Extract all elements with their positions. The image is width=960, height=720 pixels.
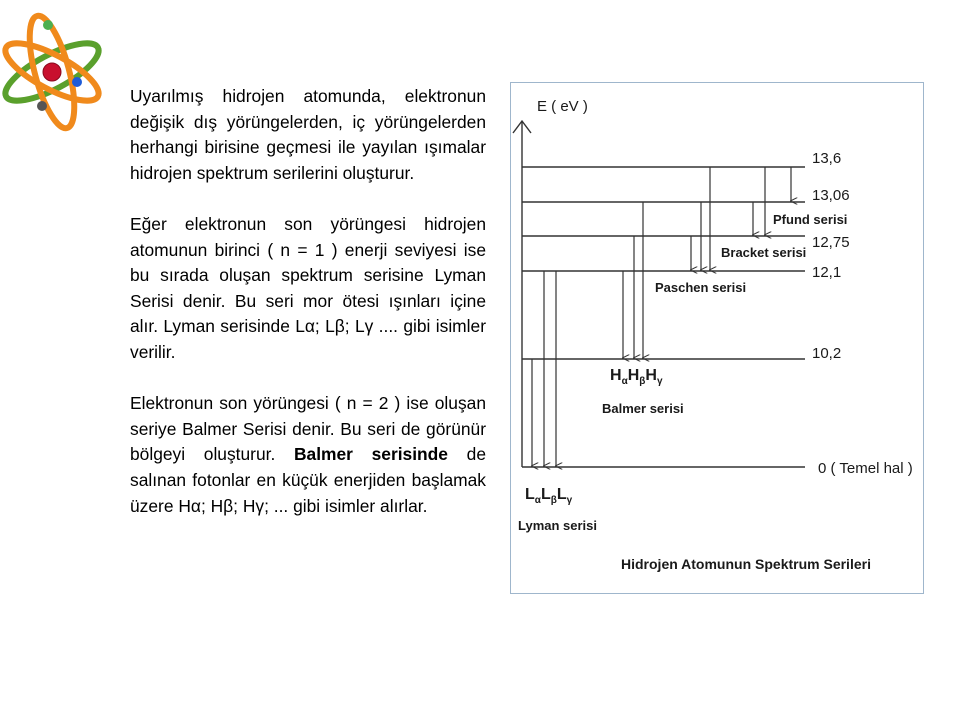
- text-column: Uyarılmış hidrojen atomunda, elektronun …: [130, 84, 486, 545]
- balmer-h-beta-letter: H: [628, 367, 640, 384]
- paragraph-balmer: Elektronun son yörüngesi ( n = 2 ) ise o…: [130, 391, 486, 519]
- lyman-alpha-sub: α: [535, 495, 542, 506]
- pfund-series-label: Pfund serisi: [773, 212, 847, 227]
- lyman-beta-sub: β: [551, 495, 557, 506]
- lyman-l-gamma-letter: L: [557, 486, 567, 503]
- lyman-gamma-sub: γ: [567, 495, 573, 506]
- level-label-12-1: 12,1: [812, 264, 841, 281]
- level-label-ground: 0 ( Temel hal ): [818, 460, 913, 477]
- balmer-text-a: Elektronun son yörüngesi ( n = 2 ) ise o…: [130, 393, 486, 465]
- balmer-series-label: Balmer serisi: [602, 401, 684, 416]
- spectrum-diagram-svg: E ( eV ) 13,6 13,06 12,75 12,1 10,2 0 ( …: [512, 98, 913, 572]
- balmer-bold-term: Balmer serisinde: [293, 444, 448, 465]
- balmer-alpha-sub: α: [622, 376, 629, 387]
- bracket-series-label: Bracket serisi: [721, 245, 806, 260]
- lyman-line-names: LαLβLγ: [525, 486, 573, 506]
- energy-axis-arrow-icon: [512, 119, 532, 134]
- paragraph-intro: Uyarılmış hidrojen atomunda, elektronun …: [130, 86, 486, 183]
- balmer-h-gamma-letter: H: [645, 367, 657, 384]
- paschen-series-label: Paschen serisi: [655, 280, 746, 295]
- balmer-gamma-sub: γ: [657, 376, 663, 387]
- balmer-line-names: HαHβHγ: [610, 367, 663, 387]
- lyman-series-label: Lyman serisi: [518, 518, 597, 533]
- lyman-l-alpha-letter: L: [525, 486, 535, 503]
- balmer-beta-sub: β: [639, 376, 645, 387]
- level-label-13-6: 13,6: [812, 150, 841, 167]
- atom-logo-icon: [2, 12, 102, 132]
- balmer-text-b: de salınan fotonlar en küçük enerjiden b…: [130, 444, 486, 516]
- level-label-13-06: 13,06: [812, 187, 850, 204]
- paragraph-lyman: Eğer elektronun son yörüngesi hidrojen a…: [130, 213, 486, 362]
- level-label-12-75: 12,75: [812, 234, 850, 251]
- balmer-h-alpha-letter: H: [610, 367, 622, 384]
- energy-axis-label: E ( eV ): [537, 98, 588, 115]
- level-label-10-2: 10,2: [812, 345, 841, 362]
- spectrum-diagram: E ( eV ) 13,6 13,06 12,75 12,1 10,2 0 ( …: [510, 82, 924, 594]
- lyman-l-beta-letter: L: [541, 486, 551, 503]
- diagram-caption: Hidrojen Atomunun Spektrum Serileri: [621, 556, 871, 572]
